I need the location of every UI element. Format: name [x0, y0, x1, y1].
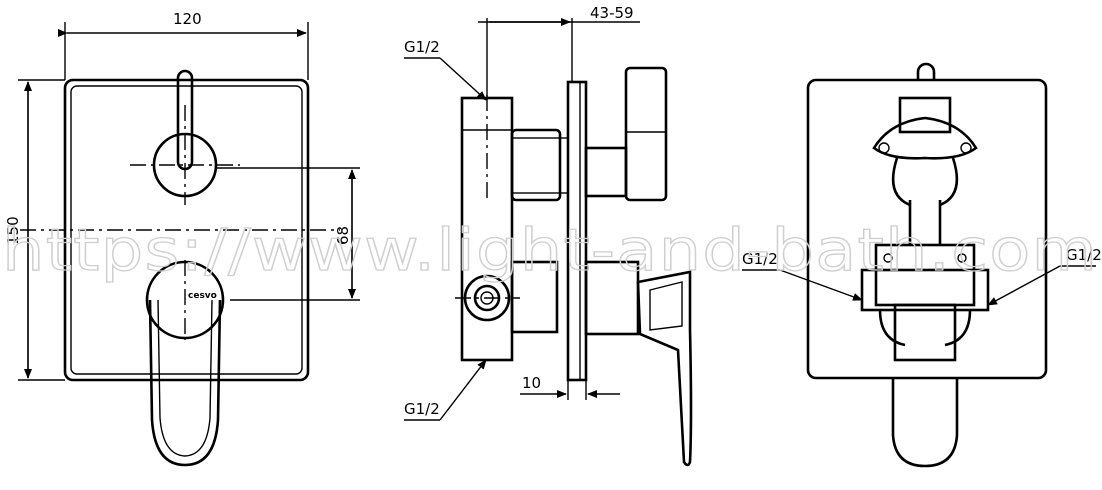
width-dimension-label: 120 — [173, 10, 202, 28]
top-port-label: G1/2 — [404, 38, 440, 56]
rear-plate — [806, 78, 1048, 380]
right-port-label: G1/2 — [1066, 246, 1102, 264]
rear-view: G1/2 G1/2 — [742, 62, 1102, 468]
wall-plate — [566, 80, 588, 382]
depth-dimension-label: 43-59 — [590, 4, 634, 22]
bottom-port-callout: G1/2 — [404, 359, 487, 421]
width-dimension: 120 — [58, 10, 309, 80]
rear-lever — [891, 378, 959, 468]
depth-dimension: 43-59 — [478, 4, 640, 100]
spacing-dimension-label: 68 — [334, 226, 352, 245]
mixer-handle — [148, 299, 222, 467]
side-view: 43-59 10 — [404, 4, 693, 467]
spacing-dimension: 68 — [216, 167, 360, 301]
height-dimension-label: 150 — [4, 216, 22, 245]
plate-dimension-label: 10 — [522, 374, 541, 392]
mixer-knob — [145, 260, 225, 340]
front-view: 120 150 68 ce — [4, 10, 360, 467]
rear-diverter-body — [898, 96, 952, 134]
right-port-callout: G1/2 — [987, 246, 1102, 306]
bottom-port-label: G1/2 — [404, 400, 440, 418]
brand-logo: cesvo — [188, 291, 217, 301]
plate-dimension: 10 — [520, 374, 620, 400]
diverter-lever — [176, 69, 194, 171]
top-port-callout: G1/2 — [404, 38, 487, 101]
diverter-lever-side — [624, 66, 668, 202]
height-dimension: 150 — [4, 79, 65, 381]
mixer-lever-side — [636, 270, 693, 467]
left-port-label: G1/2 — [742, 250, 778, 268]
left-port-callout: G1/2 — [742, 250, 863, 301]
watermark: https://www.light-and-bath.com — [2, 216, 1098, 284]
